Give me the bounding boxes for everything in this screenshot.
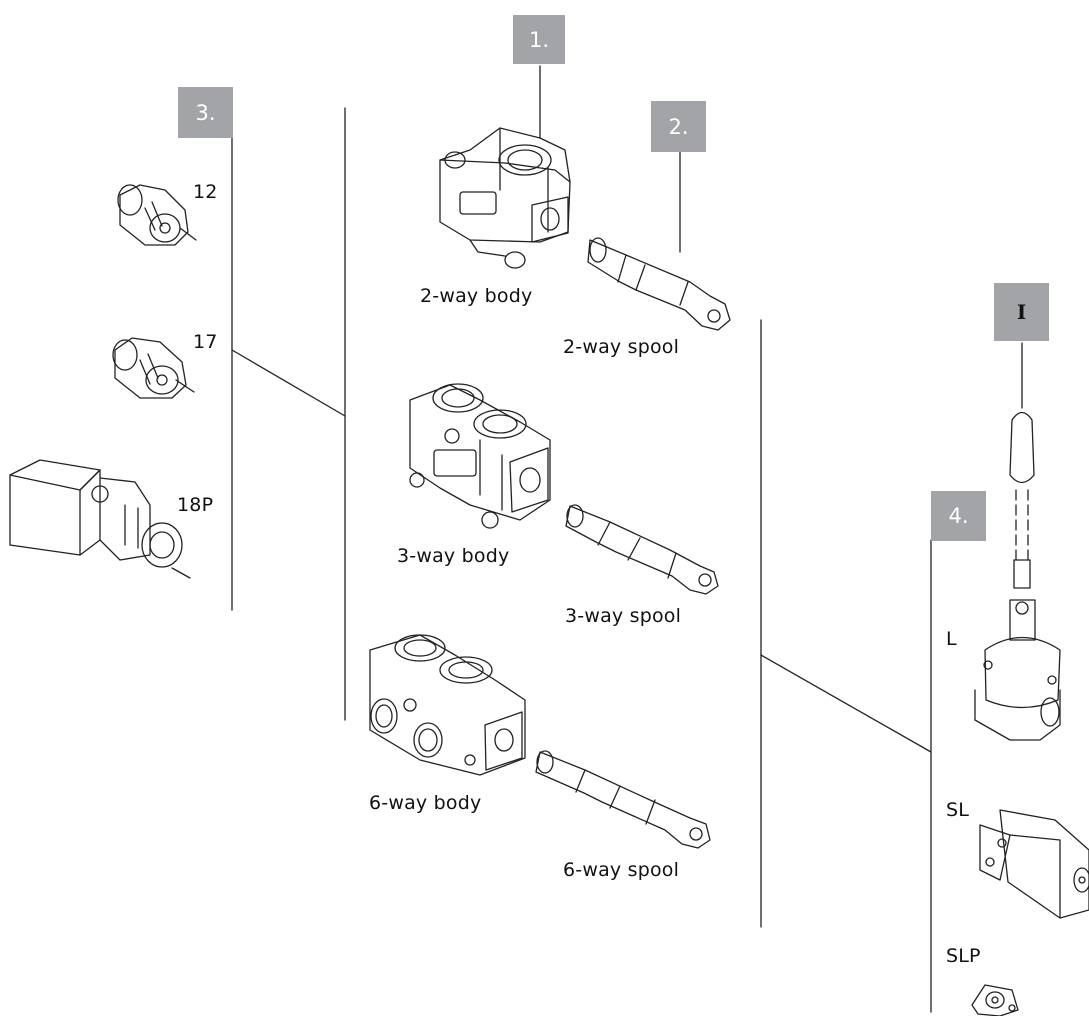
lever-sl-drawing: [979, 809, 1089, 919]
two-way-body-label: 2-way body: [420, 285, 533, 307]
actuator-18p-drawing: [9, 459, 191, 579]
callout-2: 2.: [651, 101, 706, 152]
three-way-body-label: 3-way body: [397, 545, 510, 567]
three-way-spool-label: 3-way spool: [565, 605, 682, 627]
callout-4: 4.: [931, 491, 986, 541]
actuator-17-drawing: [112, 337, 195, 399]
actuator-12-label: 12: [193, 181, 218, 203]
callout-i: I: [994, 283, 1049, 341]
actuator-12-drawing: [117, 184, 197, 246]
two-way-body-drawing: [439, 127, 571, 269]
two-way-spool-drawing: [587, 237, 731, 331]
leader-lines: [231, 65, 1023, 1013]
lever-slp-drawing: [971, 984, 1019, 1016]
three-way-body-drawing: [409, 383, 551, 529]
callout-3: 3.: [178, 87, 233, 138]
six-way-body-drawing: [369, 634, 526, 776]
lever-slp-label: SLP: [946, 945, 981, 967]
two-way-spool-label: 2-way spool: [563, 336, 680, 358]
actuator-18p-label: 18P: [177, 494, 214, 516]
six-way-body-label: 6-way body: [369, 792, 482, 814]
three-way-spool-drawing: [565, 504, 719, 595]
callout-1: 1.: [513, 15, 565, 64]
six-way-spool-label: 6-way spool: [563, 859, 680, 881]
lever-l-label: L: [946, 628, 957, 650]
actuator-17-label: 17: [193, 331, 218, 353]
lever-l-drawing: [974, 411, 1061, 741]
lever-sl-label: SL: [946, 799, 970, 821]
six-way-spool-drawing: [535, 750, 711, 849]
